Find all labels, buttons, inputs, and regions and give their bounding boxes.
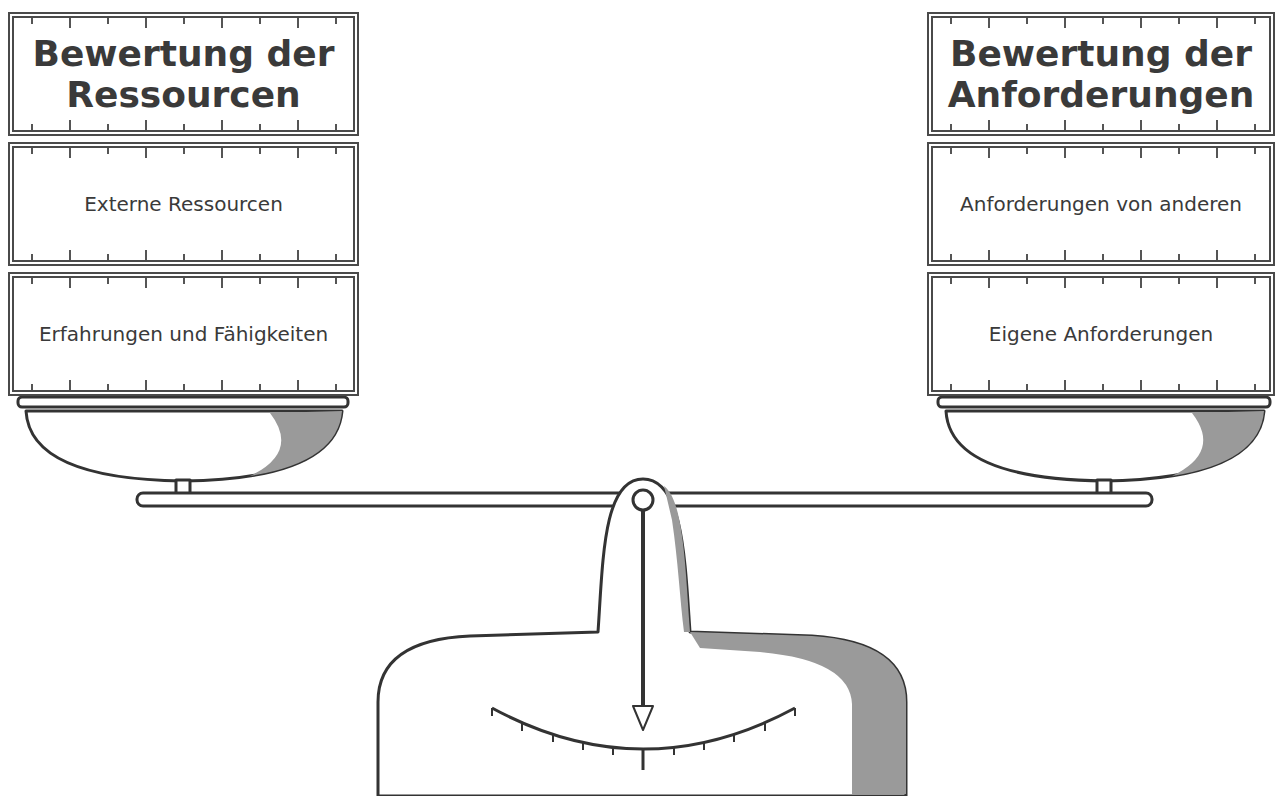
content-box: Externe Ressourcen xyxy=(8,142,359,266)
heading-text: Bewertung der Anforderungen xyxy=(932,33,1271,116)
pan-bowl xyxy=(26,411,342,481)
heading-box: Bewertung der Ressourcen xyxy=(8,12,359,136)
heading-box: Bewertung der Anforderungen xyxy=(927,12,1275,136)
content-box: Erfahrungen und Fähigkeiten xyxy=(8,272,359,396)
heading-text: Bewertung der Ressourcen xyxy=(14,33,353,116)
content-box: Anforderungen von anderen xyxy=(927,142,1275,266)
box-text: Anforderungen von anderen xyxy=(944,193,1258,216)
stand-shadow xyxy=(664,486,690,632)
pointer xyxy=(641,511,645,708)
pivot xyxy=(633,490,653,510)
pan-plate xyxy=(938,397,1270,407)
pan-shadow xyxy=(1172,411,1264,476)
pan-plate xyxy=(18,397,348,407)
pan-shadow xyxy=(250,411,342,476)
pan-bowl xyxy=(946,411,1264,481)
content-box: Eigene Anforderungen xyxy=(927,272,1275,396)
pointer-head xyxy=(633,706,653,730)
stand-shadow xyxy=(690,632,906,794)
box-text: Erfahrungen und Fähigkeiten xyxy=(23,323,344,346)
box-text: Eigene Anforderungen xyxy=(973,323,1229,346)
scale-stand xyxy=(378,479,906,796)
box-text: Externe Ressourcen xyxy=(68,193,299,216)
